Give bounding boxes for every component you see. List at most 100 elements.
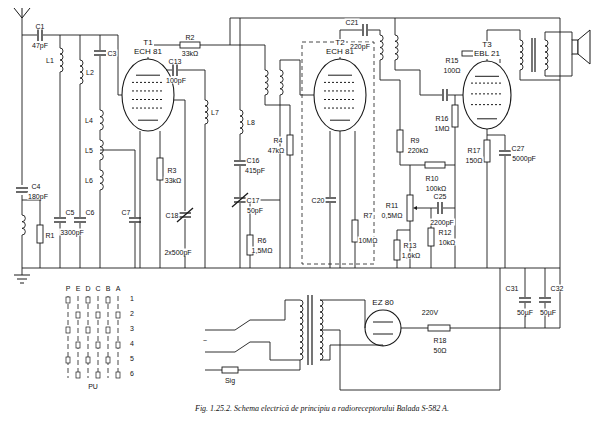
switch-column [108,296,109,378]
wire [500,268,501,390]
capacitor-plate [442,89,443,101]
coil-symbol [22,215,25,235]
capacitor-symbol [234,161,246,165]
core-line [311,295,312,365]
tube-electrode [330,120,350,121]
wire [487,30,520,31]
wire [400,165,425,166]
wire [118,95,122,96]
wire [340,330,341,390]
wire [285,300,286,320]
component-label: ~ [202,337,208,344]
wire [330,203,331,268]
resistor-symbol [397,130,403,152]
capacitor-plate [234,160,246,161]
capacitor-plate [324,201,336,202]
wire [300,360,301,370]
wire [250,320,285,321]
wire [265,95,266,105]
switch-contact [116,342,120,348]
wire [185,100,186,211]
capacitor-plate [539,297,551,298]
tube-electrode [477,118,497,119]
capacitor-symbol [438,202,442,214]
component-label: C1 [35,23,46,30]
tube-electrode [324,90,356,91]
speaker-magnet [572,40,578,54]
switch-contact [76,312,80,318]
tube-node: T2ECH 81 [300,39,380,133]
wire [410,165,411,195]
coils [22,35,548,360]
wire [355,242,356,268]
capacitor-plate [94,54,106,55]
component-label: R4 [273,137,284,144]
capacitor-plate [234,164,246,165]
wire [240,166,241,197]
wire [270,342,271,360]
coil-symbol [100,140,103,160]
wiper-head [413,206,417,210]
tube-electrode [373,334,393,335]
wire [100,130,101,140]
wire [40,243,41,268]
component-label: 33kΩ [164,177,183,184]
tube-electrode [132,99,164,100]
wire [230,18,231,45]
component-label: R11 [385,202,399,209]
component-label: R18 [433,337,448,344]
wire [320,330,340,331]
switch-contact [106,327,110,333]
wire [505,135,506,150]
wire [525,303,526,328]
wire [450,328,560,329]
component-label: D [84,285,91,292]
wire [135,150,136,217]
wire [545,32,546,40]
component-label: R15 [445,57,460,64]
component-label: L5 [84,147,94,154]
resistor-symbol [222,367,238,373]
switch-contact [106,357,110,363]
component-label: R13 [403,242,418,249]
wire [443,208,455,209]
component-label: 10MΩ [358,237,379,244]
wire [420,70,421,95]
tube-electrode [324,99,356,100]
tube-node: T1ECH 81 [108,39,188,133]
wire [505,156,506,268]
component-label: C3 [107,50,118,57]
wire [205,124,206,268]
wire [240,203,241,268]
component-label: Sig [224,377,236,384]
wire [22,195,23,215]
switch-contact [76,372,80,378]
capacitor-symbol [74,218,86,222]
wire [285,300,300,301]
component-label: 50Ω [432,347,447,354]
capacitor-symbol [499,151,511,155]
component-label: 1 [129,295,135,302]
switch-contact [96,372,100,378]
capacitor-plate [172,64,173,76]
antenna-symbol [14,8,30,18]
switch-column [88,296,89,378]
wire [401,328,428,329]
resistor-symbol [157,158,163,180]
coil-symbol [545,40,548,70]
component-label: 150Ω [465,157,484,164]
wire [235,342,250,352]
wire [265,105,290,106]
component-label: 1,5MΩ [251,247,274,254]
capacitor-symbol [54,218,66,222]
capacitor-plate [234,201,246,202]
tube-electrode [132,90,164,91]
component-label: C4 [31,183,42,190]
coil-symbol [300,300,303,360]
component-label: C27 [511,145,526,152]
component-label: R9 [410,137,421,144]
wire [178,70,205,71]
wire [118,35,119,95]
resistor-symbol [452,105,458,127]
transformer-core [308,38,535,365]
